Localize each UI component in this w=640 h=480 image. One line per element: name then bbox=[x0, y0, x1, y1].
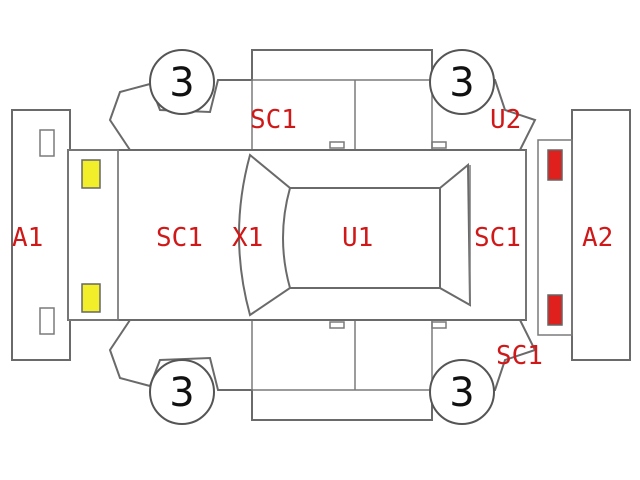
wheel-rear-left: 3 bbox=[429, 359, 495, 425]
wheel-front-left: 3 bbox=[149, 359, 215, 425]
tire-marker: 3 bbox=[169, 370, 194, 416]
label-front-bumper: A1 bbox=[12, 223, 43, 253]
taillight-upper bbox=[547, 149, 563, 181]
taillight-lower bbox=[547, 294, 563, 326]
label-roof: U1 bbox=[342, 223, 373, 253]
label-hood: SC1 bbox=[156, 223, 203, 253]
headlight-lower bbox=[81, 283, 101, 313]
label-trunk: SC1 bbox=[474, 223, 521, 253]
tire-marker: 3 bbox=[169, 60, 194, 106]
tire-marker: 3 bbox=[449, 60, 474, 106]
car-body-top-view bbox=[67, 149, 527, 321]
label-left-rear-quarter: SC1 bbox=[496, 341, 543, 371]
wheel-rear-right: 3 bbox=[429, 49, 495, 115]
label-rear-bumper: A2 bbox=[582, 223, 613, 253]
front-bumper bbox=[11, 109, 71, 361]
headlight-upper bbox=[81, 159, 101, 189]
label-right-front-fender: SC1 bbox=[250, 105, 297, 135]
left-side-panel bbox=[108, 303, 537, 421]
label-windshield: X1 bbox=[232, 223, 263, 253]
label-right-rear-quarter: U2 bbox=[490, 105, 521, 135]
tire-marker: 3 bbox=[449, 370, 474, 416]
wheel-front-right: 3 bbox=[149, 49, 215, 115]
